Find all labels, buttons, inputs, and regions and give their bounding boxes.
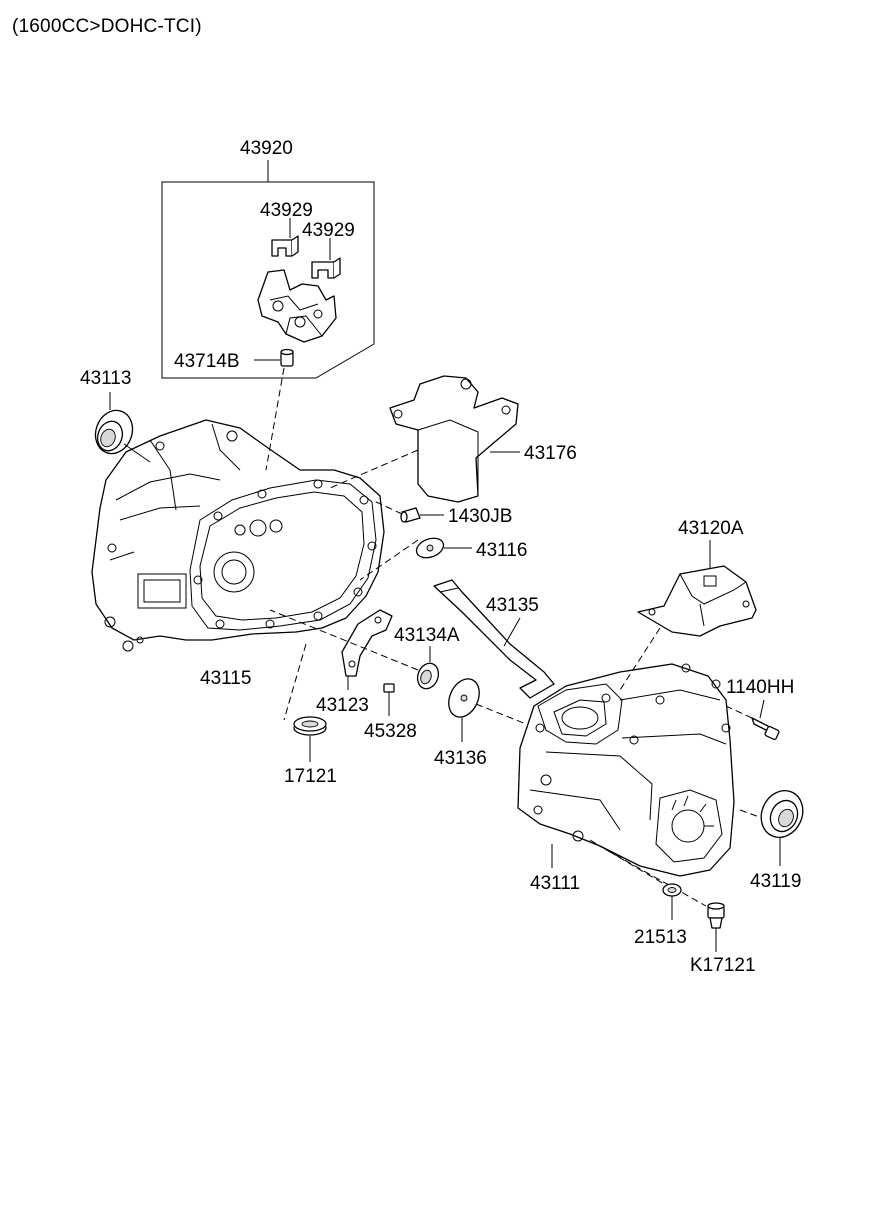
bracket-43123-icon (341, 609, 393, 690)
bracket-strip-43135-icon (433, 579, 555, 699)
label-43119: 43119 (750, 871, 801, 892)
pin-43714b-icon (254, 348, 294, 367)
label-43120a: 43120A (678, 518, 744, 539)
label-21513: 21513 (634, 927, 687, 948)
part-labels: 43920 43929 43929 43714B 43113 43176 143… (80, 138, 801, 976)
mount-43120a-icon (619, 540, 757, 691)
label-17121: 17121 (284, 766, 337, 787)
label-43115: 43115 (200, 668, 251, 689)
shift-bracket-icon (257, 269, 337, 343)
label-43111: 43111 (530, 873, 580, 894)
fork-clip-left-icon (271, 218, 299, 257)
oil-seal-43113-icon (94, 392, 151, 463)
transaxle-case-left-icon (91, 419, 385, 652)
label-43135: 43135 (486, 595, 539, 616)
transaxle-case-right-icon (517, 663, 763, 907)
label-43136: 43136 (434, 748, 487, 769)
label-45328: 45328 (364, 721, 417, 742)
label-43714b: 43714B (174, 351, 240, 372)
label-43134a: 43134A (394, 625, 460, 646)
diagram-subtitle: (1600CC>DOHC-TCI) (12, 16, 202, 37)
washer-17121-icon (283, 643, 327, 762)
label-43116: 43116 (476, 540, 527, 561)
kit-box-43920 (161, 160, 375, 379)
drain-plug-k17121-icon (707, 902, 725, 952)
label-1140hh: 1140HH (726, 677, 794, 698)
label-43113: 43113 (80, 368, 131, 389)
label-43123: 43123 (316, 695, 369, 716)
label-43920: 43920 (240, 138, 293, 159)
mount-bracket-43176-icon (329, 375, 520, 503)
fork-clip-right-icon (311, 238, 341, 279)
disc-43136-icon (448, 678, 527, 742)
washer-21513-icon (662, 883, 682, 920)
cap-43116-icon (359, 537, 472, 581)
label-43929-left: 43929 (260, 200, 313, 221)
bolt-1140hh-icon (725, 699, 780, 741)
oil-seal-43119-icon (760, 790, 804, 866)
label-k17121: K17121 (690, 955, 756, 976)
label-1430jb: 1430JB (448, 506, 512, 527)
bolt-45328-icon (383, 683, 395, 716)
dowel-pin-1430jb-icon (371, 499, 444, 523)
label-43929-right: 43929 (302, 220, 355, 241)
label-43176: 43176 (524, 443, 577, 464)
oil-seal-43134a-icon (269, 609, 440, 690)
